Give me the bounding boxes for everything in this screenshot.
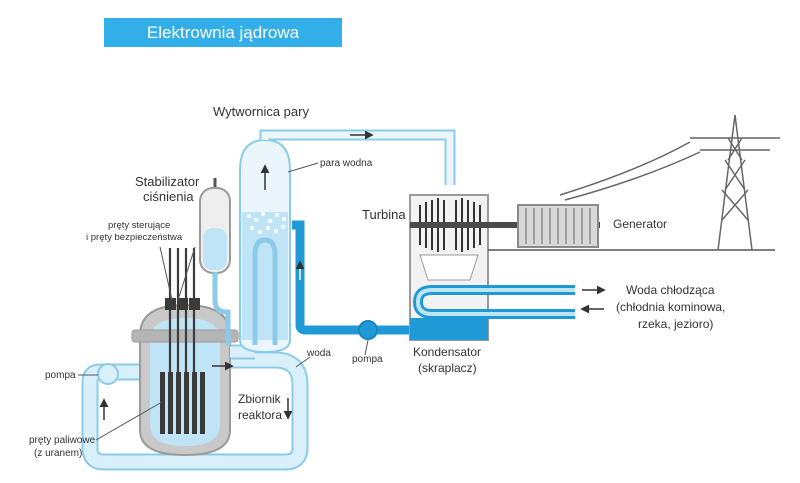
label-cooling-water-1: Woda chłodząca <box>626 283 715 297</box>
fuel-rods <box>160 372 205 434</box>
label-pump-left: pompa <box>45 370 76 381</box>
label-steam: para wodna <box>320 158 373 169</box>
label-condenser-2: (skraplacz) <box>418 361 477 375</box>
label-fuel-rods-1: pręty paliwowe <box>29 435 96 446</box>
label-water: woda <box>306 348 331 359</box>
label-reactor-2: reaktora <box>238 408 282 422</box>
cooling-water-tube <box>412 285 575 319</box>
feedwater-pipe <box>292 220 412 335</box>
label-reactor-1: Zbiornik <box>238 392 282 406</box>
steam-generator <box>239 138 291 354</box>
turbine-shaft <box>410 222 600 228</box>
label-fuel-rods-2: (z uranem) <box>34 448 82 459</box>
label-control-rods-2: i pręty bezpieczeństwa <box>86 232 183 243</box>
title-banner: Elektrownia jądrowa <box>104 18 342 47</box>
pump-mid <box>358 320 378 340</box>
label-steam-generator: Wytwornica pary <box>213 104 309 119</box>
pump-left <box>97 363 119 385</box>
label-turbine: Turbina <box>362 207 406 222</box>
transmission-tower <box>559 114 780 251</box>
label-pump-mid: pompa <box>352 354 383 365</box>
label-cooling-water-3: rzeka, jezioro) <box>638 317 713 331</box>
label-generator: Generator <box>613 217 667 231</box>
label-control-rods-1: pręty sterujące <box>108 220 170 231</box>
label-pressurizer-1: Stabilizator <box>135 174 200 189</box>
generator <box>517 204 599 248</box>
label-pressurizer-2: ciśnienia <box>143 189 194 204</box>
label-condenser-1: Kondensator <box>413 345 481 359</box>
label-cooling-water-2: (chłodnia kominowa, <box>616 300 725 314</box>
pressurizer <box>199 178 231 345</box>
rod-drives <box>165 298 200 310</box>
